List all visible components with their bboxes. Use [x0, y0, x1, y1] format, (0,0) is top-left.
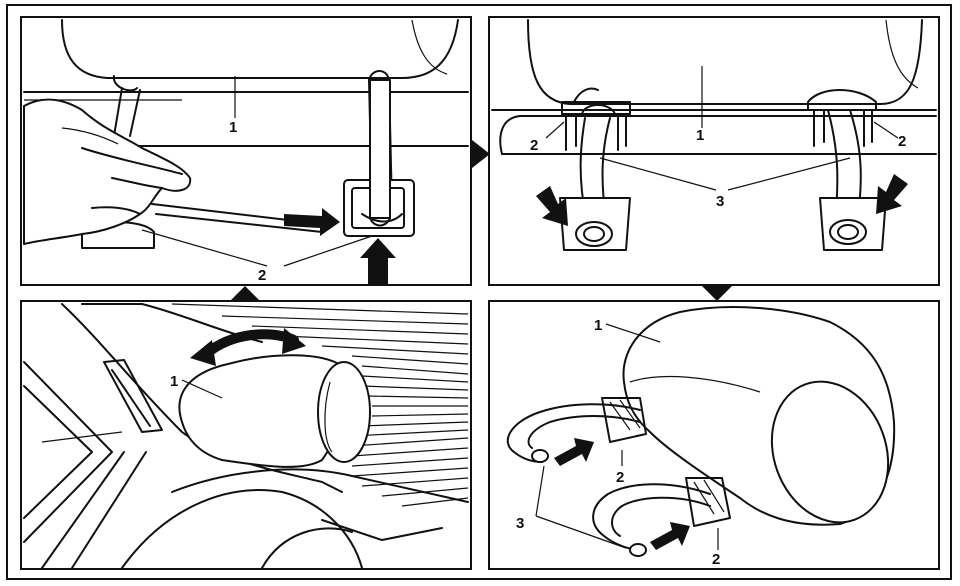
panel-tilt-headrest: 1: [20, 300, 472, 570]
callout-1: 1: [594, 317, 602, 334]
panel-1-illustration: 1 2: [23, 19, 469, 284]
callout-2-left: 2: [530, 137, 538, 154]
down-triangle-connector-icon: [702, 286, 732, 301]
callout-2-right: 2: [898, 133, 906, 150]
callout-3: 3: [516, 515, 524, 532]
up-triangle-connector-icon: [230, 286, 260, 301]
callout-1: 1: [229, 119, 237, 136]
callout-2: 2: [258, 267, 266, 284]
callout-3: 3: [716, 193, 724, 210]
rotate-arrow-icon: [201, 329, 299, 359]
panel-remove-guides: 1 2 2 3: [488, 16, 940, 286]
callout-2-lower: 2: [712, 551, 720, 568]
callout-2-upper: 2: [616, 469, 624, 486]
callout-1: 1: [696, 127, 704, 144]
panel-4-illustration: 1 2 2 3: [506, 306, 896, 568]
push-arrow-icon: [284, 208, 340, 236]
panel-3-illustration: 1: [23, 303, 469, 568]
panel-release-tool: 1 2: [20, 16, 472, 286]
panel-2-illustration: 1 2 2 3: [491, 19, 937, 251]
diagram-frame: [6, 4, 952, 580]
panel-detached-headrest: 1 2 2 3: [488, 300, 940, 570]
right-triangle-connector-icon: [472, 140, 490, 168]
callout-1: 1: [170, 373, 178, 390]
